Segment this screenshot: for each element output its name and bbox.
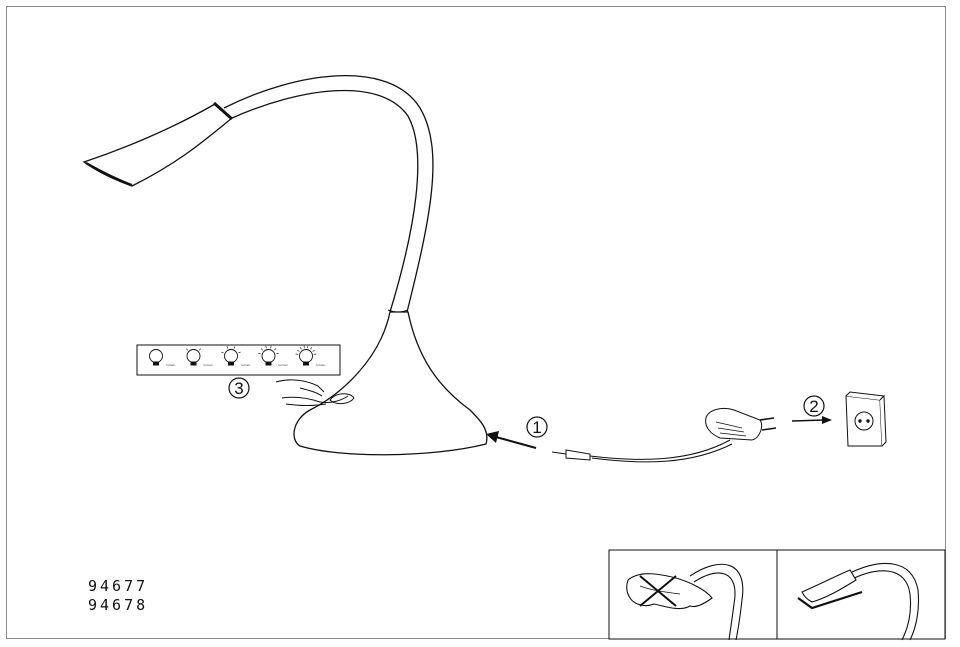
bulb-icon: lumen <box>258 345 289 367</box>
hand-icon <box>275 379 349 406</box>
bulb-icon: lumen <box>185 348 214 367</box>
checkmark-icon <box>797 590 863 610</box>
arrow-to-lamp-icon <box>486 431 537 449</box>
do-not-cover-panel <box>626 563 744 641</box>
model-numbers: 94677 94678 <box>88 577 148 615</box>
model-number-1: 94677 <box>88 577 149 595</box>
wall-socket <box>845 391 887 447</box>
cross-icon <box>639 575 677 607</box>
bulb-icon: lumen <box>221 346 251 367</box>
lamp-head <box>82 103 234 187</box>
care-panels <box>608 549 946 641</box>
bulb-icon: lumen <box>295 345 326 367</box>
bulb-label: lumen <box>241 363 251 367</box>
model-number-2: 94678 <box>88 596 149 614</box>
touch-switch <box>329 393 355 405</box>
step-three-marker: 3 <box>228 377 250 399</box>
bulb-label: lumen <box>279 363 289 367</box>
step-three-number: 3 <box>234 379 243 398</box>
page-frame <box>6 6 946 639</box>
correct-use-panel <box>797 563 920 641</box>
power-adapter <box>705 407 777 441</box>
bulb-icon: lumen <box>149 349 176 367</box>
gooseneck <box>223 75 434 313</box>
arrow-to-socket-icon <box>791 416 832 424</box>
step-two-number: 2 <box>809 397 818 416</box>
lamp-head-small <box>801 569 857 603</box>
bulb-label: lumen <box>166 363 176 367</box>
step-one-marker: 1 <box>526 416 548 438</box>
bulb-label: lumen <box>204 363 214 367</box>
step-one-number: 1 <box>532 418 541 437</box>
dc-plug-cable <box>551 439 733 463</box>
lamp-head-lens <box>85 162 133 187</box>
desk-lamp <box>82 75 488 456</box>
lamp-collar <box>213 101 233 121</box>
bulb-label: lumen <box>316 363 326 367</box>
adapter-prongs <box>759 417 777 431</box>
brightness-strip: lumen lumen lumen lumen lumen <box>136 344 341 376</box>
lamp-base <box>293 311 488 456</box>
dc-jack <box>551 449 591 461</box>
step-two-marker: 2 <box>803 395 825 417</box>
